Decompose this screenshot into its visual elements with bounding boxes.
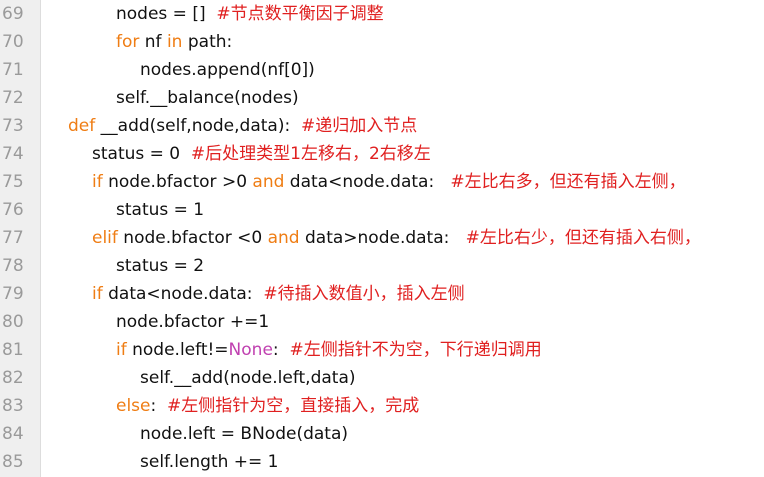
line-number: 80 [2, 312, 24, 332]
code-text: node.bfactor +=1 [116, 308, 269, 336]
comment-token: #左比右多，但还有插入左侧， [450, 172, 686, 192]
code-token: : [272, 340, 290, 360]
line-number: 69 [2, 4, 24, 24]
code-token: path: [182, 32, 233, 52]
line-number: 79 [2, 284, 24, 304]
comment-token: #递归加入节点 [301, 116, 418, 136]
code-text: node.left = BNode(data) [140, 420, 348, 448]
code-line[interactable]: 82 self.__add(node.left,data) [0, 364, 764, 392]
code-line[interactable]: 81 if node.left!=None: #左侧指针不为空，下行递归调用 [0, 336, 764, 364]
code-token: node.bfactor +=1 [116, 312, 270, 332]
code-line[interactable]: 79 if data<node.data: #待插入数值小，插入左侧 [0, 280, 764, 308]
code-text: self.__balance(nodes) [116, 84, 299, 112]
code-line[interactable]: 76 status = 1 [0, 196, 764, 224]
code-line[interactable]: 83 else: #左侧指针为空，直接插入，完成 [0, 392, 764, 420]
code-token: nf [139, 32, 167, 52]
code-line[interactable]: 69 nodes = [] #节点数平衡因子调整 [0, 0, 764, 28]
code-token: nodes = [] [116, 4, 217, 24]
keyword-token: and [252, 172, 285, 192]
line-number: 83 [2, 396, 24, 416]
code-token: data>node.data: [299, 228, 466, 248]
code-text: def __add(self,node,data): #递归加入节点 [68, 112, 417, 140]
code-text: status = 1 [116, 196, 204, 224]
code-line[interactable]: 78 status = 2 [0, 252, 764, 280]
line-number-gutter [0, 0, 41, 477]
keyword-token: for [116, 32, 140, 52]
line-number: 81 [2, 340, 24, 360]
keyword-token: elif [92, 228, 118, 248]
keyword-token: in [166, 32, 183, 52]
line-number: 82 [2, 368, 24, 388]
code-token: node.bfactor <0 [117, 228, 268, 248]
keyword-token: else [116, 396, 151, 416]
code-line[interactable]: 84 node.left = BNode(data) [0, 420, 764, 448]
line-number: 73 [2, 116, 24, 136]
line-number: 76 [2, 200, 24, 220]
code-token: data<node.data: [284, 172, 451, 192]
code-text: if data<node.data: #待插入数值小，插入左侧 [92, 280, 465, 308]
code-text: nodes.append(nf[0]) [140, 56, 315, 84]
code-text: if node.bfactor >0 and data<node.data: #… [92, 168, 686, 196]
line-number: 84 [2, 424, 24, 444]
comment-token: #左侧指针不为空，下行递归调用 [289, 340, 542, 360]
comment-token: #节点数平衡因子调整 [216, 4, 384, 24]
code-text: self.__add(node.left,data) [140, 364, 356, 392]
code-text: status = 0 #后处理类型1左移右，2右移左 [92, 140, 431, 168]
line-number: 70 [2, 32, 24, 52]
code-token: status = 2 [116, 256, 205, 276]
keyword-token: if [116, 340, 127, 360]
comment-token: #左比右少，但还有插入右侧， [465, 228, 701, 248]
code-text: if node.left!=None: #左侧指针不为空，下行递归调用 [116, 336, 542, 364]
code-line[interactable]: 75 if node.bfactor >0 and data<node.data:… [0, 168, 764, 196]
keyword-token: if [92, 284, 103, 304]
code-line[interactable]: 73 def __add(self,node,data): #递归加入节点 [0, 112, 764, 140]
code-token: : [150, 396, 168, 416]
code-token: node.left = BNode(data) [140, 424, 349, 444]
keyword-token: def [68, 116, 96, 136]
line-number: 72 [2, 88, 24, 108]
code-token: self.length += 1 [140, 452, 279, 472]
keyword-token: and [267, 228, 300, 248]
code-line[interactable]: 72 self.__balance(nodes) [0, 84, 764, 112]
comment-token: #左侧指针为空，直接插入，完成 [167, 396, 420, 416]
code-text: for nf in path: [116, 28, 232, 56]
code-text: self.length += 1 [140, 448, 279, 476]
code-line[interactable]: 74 status = 0 #后处理类型1左移右，2右移左 [0, 140, 764, 168]
code-token: status = 0 [92, 144, 191, 164]
keyword-token: if [92, 172, 103, 192]
code-text: else: #左侧指针为空，直接插入，完成 [116, 392, 419, 420]
line-number: 74 [2, 144, 24, 164]
code-token: self.__add(node.left,data) [140, 368, 356, 388]
code-line[interactable]: 80 node.bfactor +=1 [0, 308, 764, 336]
line-number: 77 [2, 228, 24, 248]
code-token: __add(self,node,data): [95, 116, 302, 136]
code-token: data<node.data: [102, 284, 264, 304]
code-line[interactable]: 71 nodes.append(nf[0]) [0, 56, 764, 84]
line-number: 71 [2, 60, 24, 80]
comment-token: #后处理类型1左移右，2右移左 [190, 144, 431, 164]
code-text: status = 2 [116, 252, 204, 280]
code-text: nodes = [] #节点数平衡因子调整 [116, 0, 384, 28]
code-text: elif node.bfactor <0 and data>node.data:… [92, 224, 701, 252]
code-token: self.__balance(nodes) [116, 88, 299, 108]
code-line[interactable]: 77 elif node.bfactor <0 and data>node.dat… [0, 224, 764, 252]
code-token: nodes.append(nf[0]) [140, 60, 315, 80]
constant-token: None [228, 340, 273, 360]
code-token: status = 1 [116, 200, 205, 220]
code-line[interactable]: 85 self.length += 1 [0, 448, 764, 476]
line-number: 85 [2, 452, 24, 472]
line-number: 75 [2, 172, 24, 192]
code-token: node.bfactor >0 [102, 172, 253, 192]
code-line[interactable]: 70 for nf in path: [0, 28, 764, 56]
line-number: 78 [2, 256, 24, 276]
code-token: node.left!= [126, 340, 229, 360]
comment-token: #待插入数值小，插入左侧 [263, 284, 465, 304]
